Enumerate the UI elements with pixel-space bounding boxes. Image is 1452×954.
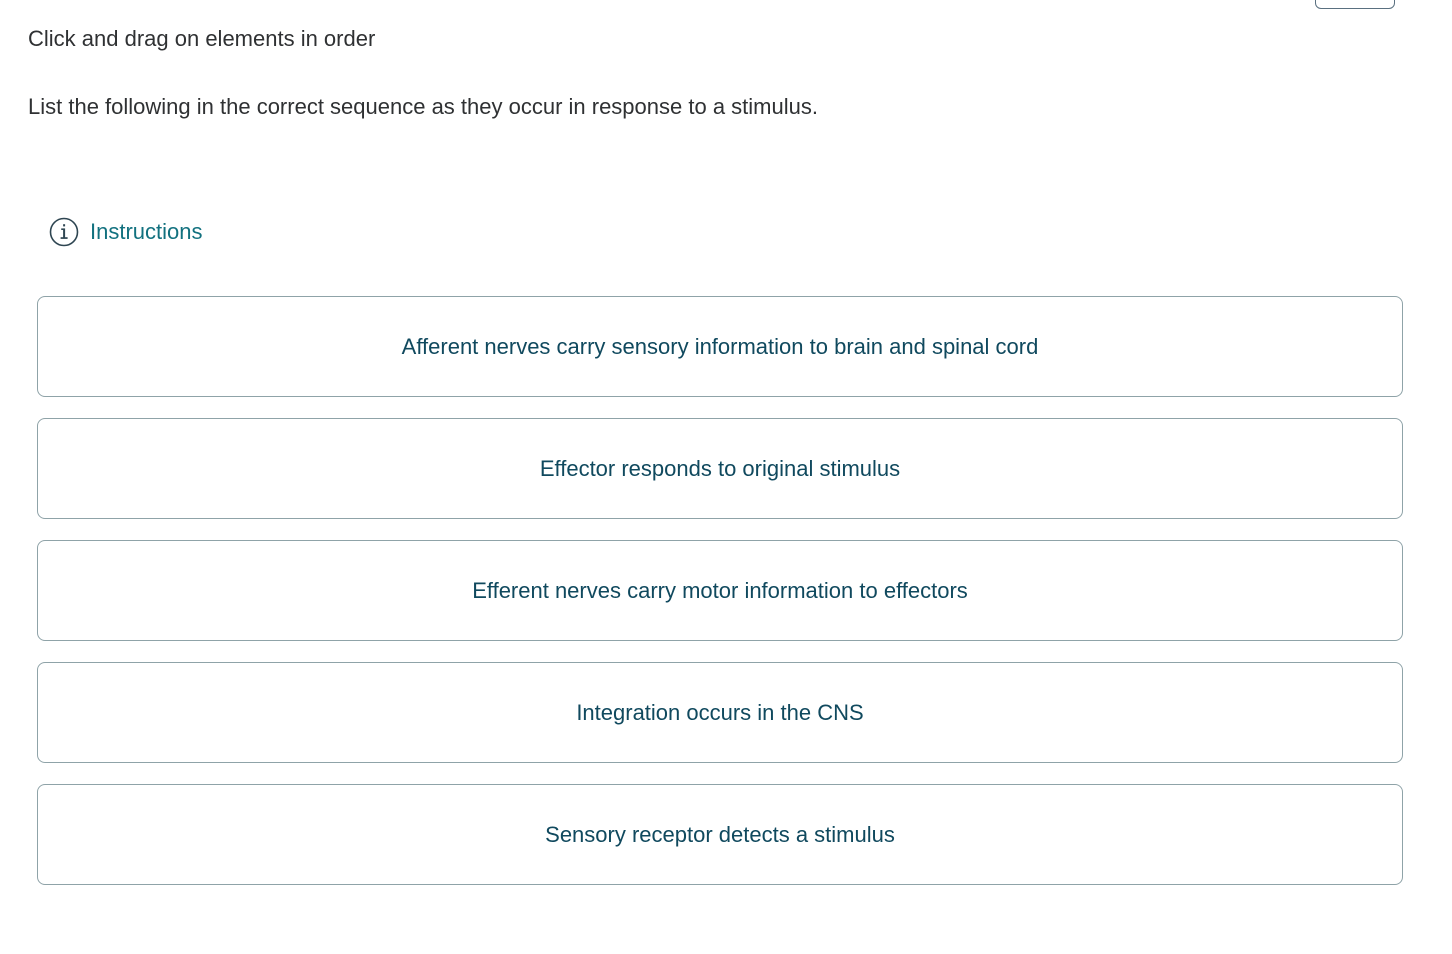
drag-item[interactable]: Sensory receptor detects a stimulus (37, 784, 1403, 885)
question-instruction-text: List the following in the correct sequen… (28, 94, 818, 119)
drag-item[interactable]: Afferent nerves carry sensory informatio… (37, 296, 1403, 397)
drag-item-label: Afferent nerves carry sensory informatio… (401, 333, 1039, 359)
instructions-label: Instructions (90, 219, 203, 244)
draggable-items-list: Afferent nerves carry sensory informatio… (37, 296, 1403, 885)
instructions-link[interactable]: Instructions (48, 216, 203, 248)
drag-item[interactable]: Integration occurs in the CNS (37, 662, 1403, 763)
partially-visible-button[interactable] (1315, 0, 1395, 9)
drag-item-label: Sensory receptor detects a stimulus (545, 821, 895, 847)
drag-item[interactable]: Efferent nerves carry motor information … (37, 540, 1403, 641)
drag-item[interactable]: Effector responds to original stimulus (37, 418, 1403, 519)
page-title: Click and drag on elements in order (28, 26, 376, 51)
info-circle-icon (48, 216, 80, 248)
drag-item-label: Effector responds to original stimulus (539, 455, 901, 481)
drag-item-label: Integration occurs in the CNS (576, 699, 864, 725)
drag-item-label: Efferent nerves carry motor information … (472, 577, 968, 603)
